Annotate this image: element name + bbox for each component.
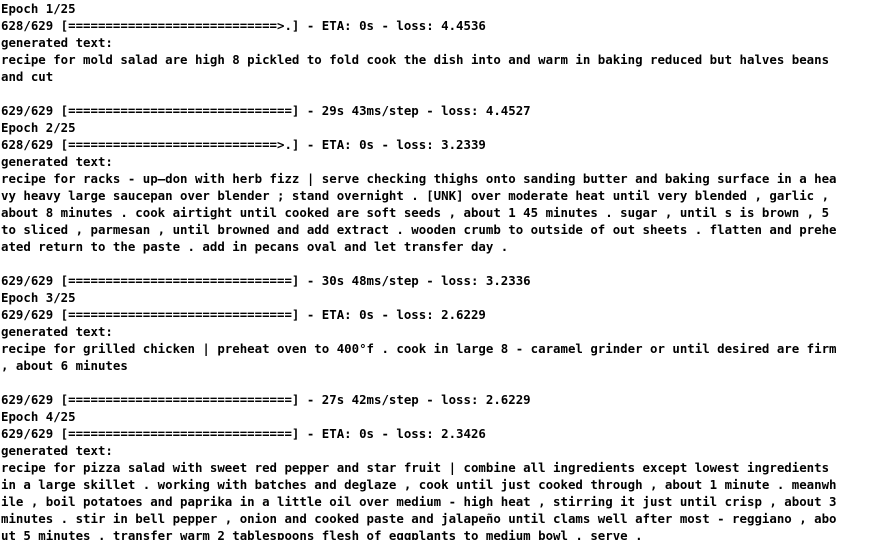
terminal-line: 628/629 [============================>.]…: [1, 137, 486, 152]
terminal-line: 629/629 [==============================]…: [1, 426, 486, 441]
terminal-line: about 8 minutes . cook airtight until co…: [1, 205, 830, 220]
terminal-line: Epoch 4/25: [1, 409, 76, 424]
terminal-line: vy heavy large saucepan over blender ; s…: [1, 188, 830, 203]
blank-line: [1, 255, 876, 272]
terminal-line: 629/629 [==============================]…: [1, 307, 486, 322]
terminal-line: in a large skillet . working with batche…: [1, 477, 837, 492]
terminal-line: 629/629 [==============================]…: [1, 392, 531, 407]
terminal-line: Epoch 3/25: [1, 290, 76, 305]
terminal-line: recipe for pizza salad with sweet red pe…: [1, 460, 830, 475]
terminal-line: ated return to the paste . add in pecans…: [1, 239, 509, 254]
terminal-line: Epoch 1/25: [1, 1, 76, 16]
terminal-line: 628/629 [============================>.]…: [1, 18, 486, 33]
terminal-line: Epoch 2/25: [1, 120, 76, 135]
terminal-line: 629/629 [==============================]…: [1, 103, 531, 118]
blank-line: [1, 374, 876, 391]
terminal-line: recipe for racks - up–don with herb fizz…: [1, 171, 837, 186]
terminal-line: 629/629 [==============================]…: [1, 273, 531, 288]
terminal-line: generated text:: [1, 443, 113, 458]
terminal-line: generated text:: [1, 35, 113, 50]
terminal-line: generated text:: [1, 324, 113, 339]
terminal-line: and cut: [1, 69, 54, 84]
terminal-line: generated text:: [1, 154, 113, 169]
terminal-line: ut 5 minutes . transfer warm 2 tablespoo…: [1, 528, 643, 540]
terminal-line: recipe for grilled chicken | preheat ove…: [1, 341, 837, 356]
terminal-line: , about 6 minutes: [1, 358, 128, 373]
terminal-line: ile , boil potatoes and paprika in a lit…: [1, 494, 837, 509]
terminal-line: recipe for mold salad are high 8 pickled…: [1, 52, 830, 67]
terminal-line: to sliced , parmesan , until browned and…: [1, 222, 837, 237]
terminal-line: minutes . stir in bell pepper , onion an…: [1, 511, 837, 526]
blank-line: [1, 85, 876, 102]
